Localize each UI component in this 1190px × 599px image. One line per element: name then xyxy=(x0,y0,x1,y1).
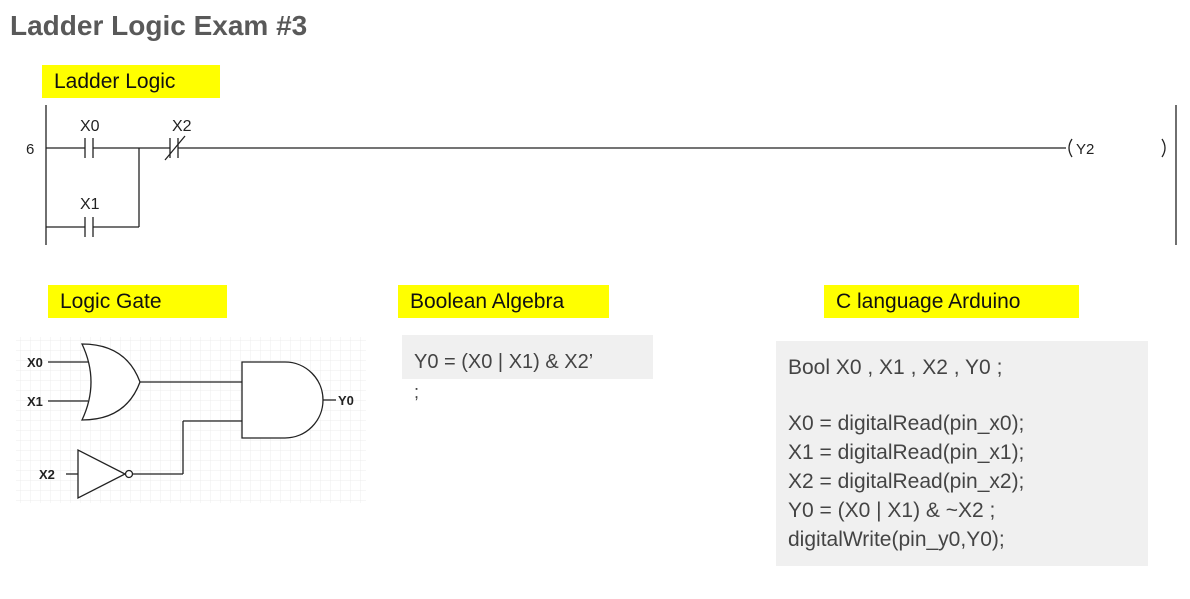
page-title: Ladder Logic Exam #3 xyxy=(10,10,308,41)
contact-x2-label: X2 xyxy=(172,118,192,135)
gate-input-x2: X2 xyxy=(39,467,55,482)
code-line-read-x0: X0 = digitalRead(pin_x0); xyxy=(788,412,1025,435)
not-bubble xyxy=(124,469,134,479)
c-language-label: C language Arduino xyxy=(824,285,1079,318)
code-line-read-x2: X2 = digitalRead(pin_x2); xyxy=(788,470,1025,493)
or-gate xyxy=(80,343,141,421)
gate-input-x1: X1 xyxy=(27,394,43,409)
code-box xyxy=(776,341,1148,566)
code-line-write: digitalWrite(pin_y0,Y0); xyxy=(788,528,1005,551)
rung-number: 6 xyxy=(26,141,34,158)
contact-x1-label: X1 xyxy=(80,196,100,213)
boolean-box xyxy=(402,335,653,379)
coil-label: Y2 xyxy=(1076,141,1094,158)
gate-input-x0: X0 xyxy=(27,355,43,370)
and-gate xyxy=(241,361,324,439)
logic-gate-label: Logic Gate xyxy=(48,285,227,318)
code-line-read-x1: X1 = digitalRead(pin_x1); xyxy=(788,441,1025,464)
contact-x0-label: X0 xyxy=(80,118,100,135)
gate-output-y0: Y0 xyxy=(338,393,354,408)
boolean-expression: Y0 = (X0 | X1) & X2’ xyxy=(414,351,594,373)
boolean-terminator: ; xyxy=(414,382,420,402)
code-line-declare: Bool X0 , X1 , X2 , Y0 ; xyxy=(788,356,1003,379)
ladder-logic-label: Ladder Logic xyxy=(42,65,220,98)
code-line-logic: Y0 = (X0 | X1) & ~X2 ; xyxy=(788,499,996,522)
boolean-algebra-label: Boolean Algebra xyxy=(398,285,609,318)
